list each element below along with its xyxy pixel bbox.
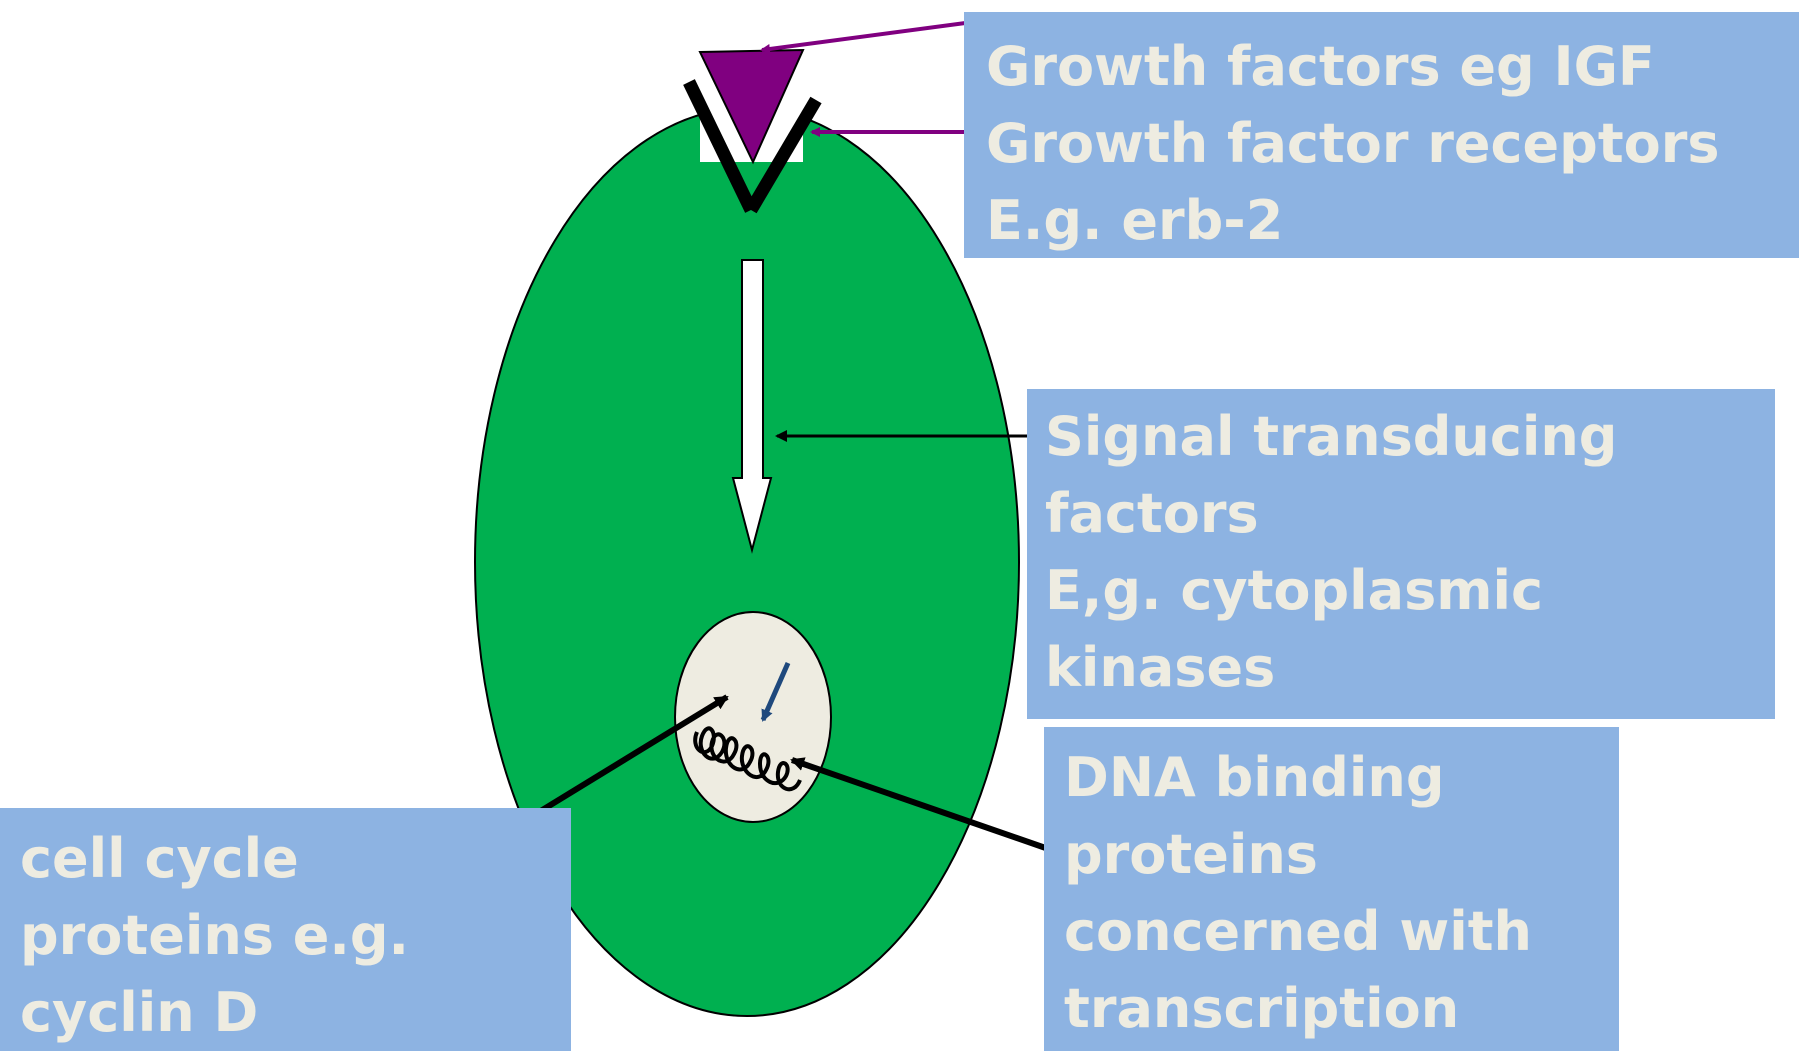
cell-cycle-label: cell cycle proteins e.g. cyclin D: [0, 808, 571, 1051]
growth-factors-line-2: Growth factor receptors: [986, 105, 1799, 182]
dna-line-3: concerned with: [1064, 893, 1619, 970]
signal-line-4: kinases: [1045, 629, 1775, 706]
signal-line-1: Signal transducing: [1045, 398, 1775, 475]
signal-line-3: E,g. cytoplasmic: [1045, 552, 1775, 629]
dna-line-1: DNA binding: [1064, 739, 1619, 816]
dna-line-2: proteins: [1064, 816, 1619, 893]
signal-transducing-label: Signal transducing factors E,g. cytoplas…: [1027, 389, 1775, 719]
cell-cycle-line-3: cyclin D: [20, 974, 571, 1051]
growth-factors-line-3: E.g. erb-2: [986, 182, 1799, 259]
dna-line-4: transcription: [1064, 970, 1619, 1047]
growth-factor-pointer: [762, 20, 988, 50]
growth-factors-line-1: Growth factors eg IGF: [986, 28, 1799, 105]
cell-cycle-line-1: cell cycle: [20, 820, 571, 897]
dna-binding-label: DNA binding proteins concerned with tran…: [1044, 727, 1619, 1051]
signal-line-2: factors: [1045, 475, 1775, 552]
cell-cycle-line-2: proteins e.g.: [20, 897, 571, 974]
growth-factors-label: Growth factors eg IGF Growth factor rece…: [964, 12, 1799, 258]
